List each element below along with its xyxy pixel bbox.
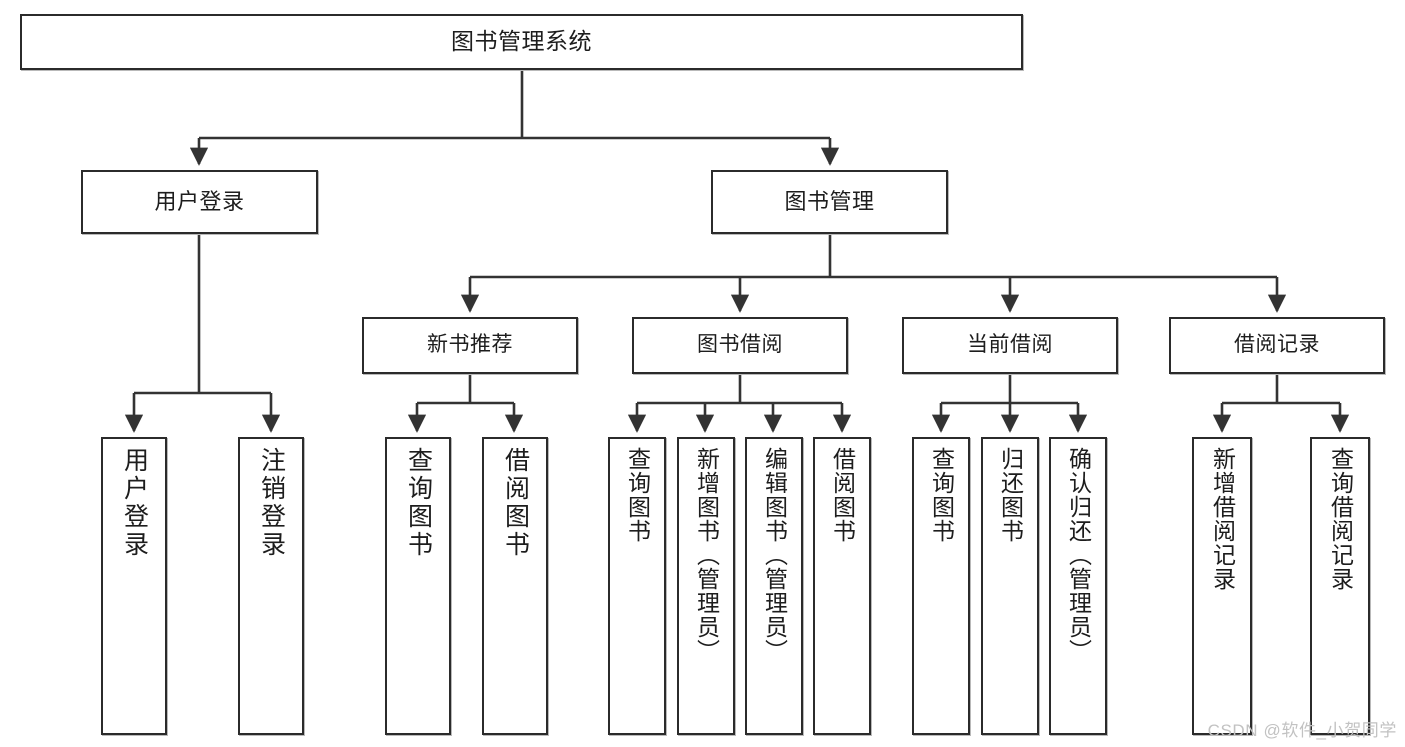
- node-leaf-newbook-borrow-book[interactable]: 借阅图书: [482, 437, 548, 735]
- node-leaf-current-confirm-return-label: 确认归还（管理员）: [1065, 447, 1092, 663]
- node-leaf-borrow-query-book-label: 查询图书: [624, 447, 651, 543]
- node-group-book-borrow-label: 图书借阅: [697, 333, 783, 357]
- node-group-borrow-record[interactable]: 借阅记录: [1169, 317, 1385, 374]
- node-leaf-record-query-record-label: 查询借阅记录: [1327, 447, 1354, 591]
- node-leaf-user-logout[interactable]: 注销登录: [238, 437, 304, 735]
- watermark-credit: CSDN @软件_小贺同学: [1207, 721, 1397, 740]
- node-branch-book-manage[interactable]: 图书管理: [711, 170, 948, 234]
- node-group-new-book[interactable]: 新书推荐: [362, 317, 578, 374]
- node-branch-user-login[interactable]: 用户登录: [81, 170, 318, 234]
- node-leaf-user-logout-label: 注销登录: [257, 447, 286, 559]
- node-leaf-record-add-record[interactable]: 新增借阅记录: [1192, 437, 1252, 735]
- node-leaf-borrow-edit-book-label: 编辑图书（管理员）: [761, 447, 788, 663]
- node-leaf-record-add-record-label: 新增借阅记录: [1209, 447, 1236, 591]
- node-leaf-record-query-record[interactable]: 查询借阅记录: [1310, 437, 1370, 735]
- node-branch-user-login-label: 用户登录: [154, 189, 245, 215]
- node-group-new-book-label: 新书推荐: [427, 333, 513, 357]
- node-leaf-current-confirm-return[interactable]: 确认归还（管理员）: [1049, 437, 1107, 735]
- node-leaf-newbook-borrow-book-label: 借阅图书: [501, 447, 530, 559]
- node-leaf-newbook-query-book[interactable]: 查询图书: [385, 437, 451, 735]
- node-leaf-borrow-query-book[interactable]: 查询图书: [608, 437, 666, 735]
- node-leaf-borrow-borrow-book[interactable]: 借阅图书: [813, 437, 871, 735]
- node-leaf-newbook-query-book-label: 查询图书: [404, 447, 433, 559]
- node-leaf-current-query-book[interactable]: 查询图书: [912, 437, 970, 735]
- node-leaf-current-query-book-label: 查询图书: [928, 447, 955, 543]
- node-group-book-borrow[interactable]: 图书借阅: [632, 317, 848, 374]
- node-leaf-user-login[interactable]: 用户登录: [101, 437, 167, 735]
- node-leaf-borrow-add-book-label: 新增图书（管理员）: [693, 447, 720, 663]
- node-root-system-label: 图书管理系统: [451, 28, 592, 55]
- node-group-current-borrow-label: 当前借阅: [967, 333, 1053, 357]
- node-root-system[interactable]: 图书管理系统: [20, 14, 1023, 70]
- node-leaf-borrow-edit-book[interactable]: 编辑图书（管理员）: [745, 437, 803, 735]
- node-group-borrow-record-label: 借阅记录: [1234, 333, 1320, 357]
- node-leaf-current-return-book-label: 归还图书: [997, 447, 1024, 543]
- node-branch-book-manage-label: 图书管理: [784, 189, 875, 215]
- node-leaf-borrow-borrow-book-label: 借阅图书: [829, 447, 856, 543]
- node-leaf-user-login-label: 用户登录: [120, 447, 149, 559]
- node-group-current-borrow[interactable]: 当前借阅: [902, 317, 1118, 374]
- node-leaf-current-return-book[interactable]: 归还图书: [981, 437, 1039, 735]
- node-leaf-borrow-add-book[interactable]: 新增图书（管理员）: [677, 437, 735, 735]
